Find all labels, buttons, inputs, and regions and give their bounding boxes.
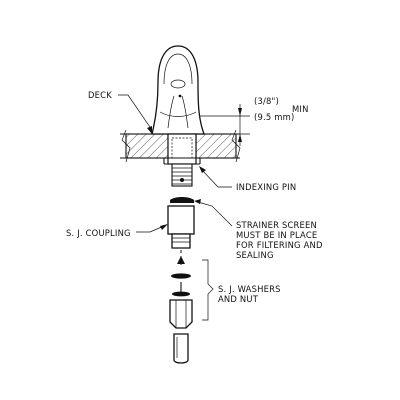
strainer-label-line-1: STRAINER SCREEN: [236, 220, 317, 230]
indexing-pin-label: INDEXING PIN: [236, 182, 296, 192]
strainer-label-line-2: MUST BE IN PLACE: [236, 230, 317, 240]
faucet-spout: [151, 45, 205, 135]
washers-label-line-2: AND NUT: [218, 294, 259, 304]
strainer-screen: [170, 197, 194, 203]
min-fraction-label: (3/8"): [254, 96, 279, 106]
sj-coupling: [167, 205, 195, 249]
min-word-label: MIN: [292, 104, 309, 114]
washers-label-line-1: S. J. WASHERS: [218, 284, 281, 294]
shank: [163, 133, 201, 187]
min-dimension: [200, 104, 250, 146]
washers-bracket: [202, 259, 214, 321]
strainer-leader: [194, 199, 233, 227]
indexing-pin-leader: [199, 166, 232, 188]
centerline-arrow: [177, 256, 185, 264]
deck-leader: [118, 94, 153, 134]
deck-label: DECK: [88, 90, 112, 100]
min-metric-label: (9.5 mm): [254, 112, 294, 122]
coupling-leader: [136, 224, 168, 233]
sj-washers: [171, 273, 191, 297]
strainer-label-line-3: FOR FILTERING AND: [236, 240, 323, 250]
strainer-label-line-4: SEALING: [236, 250, 274, 260]
supply-tube: [173, 333, 189, 364]
sj-nut: [169, 299, 193, 329]
coupling-label: S. J. COUPLING: [66, 228, 131, 238]
